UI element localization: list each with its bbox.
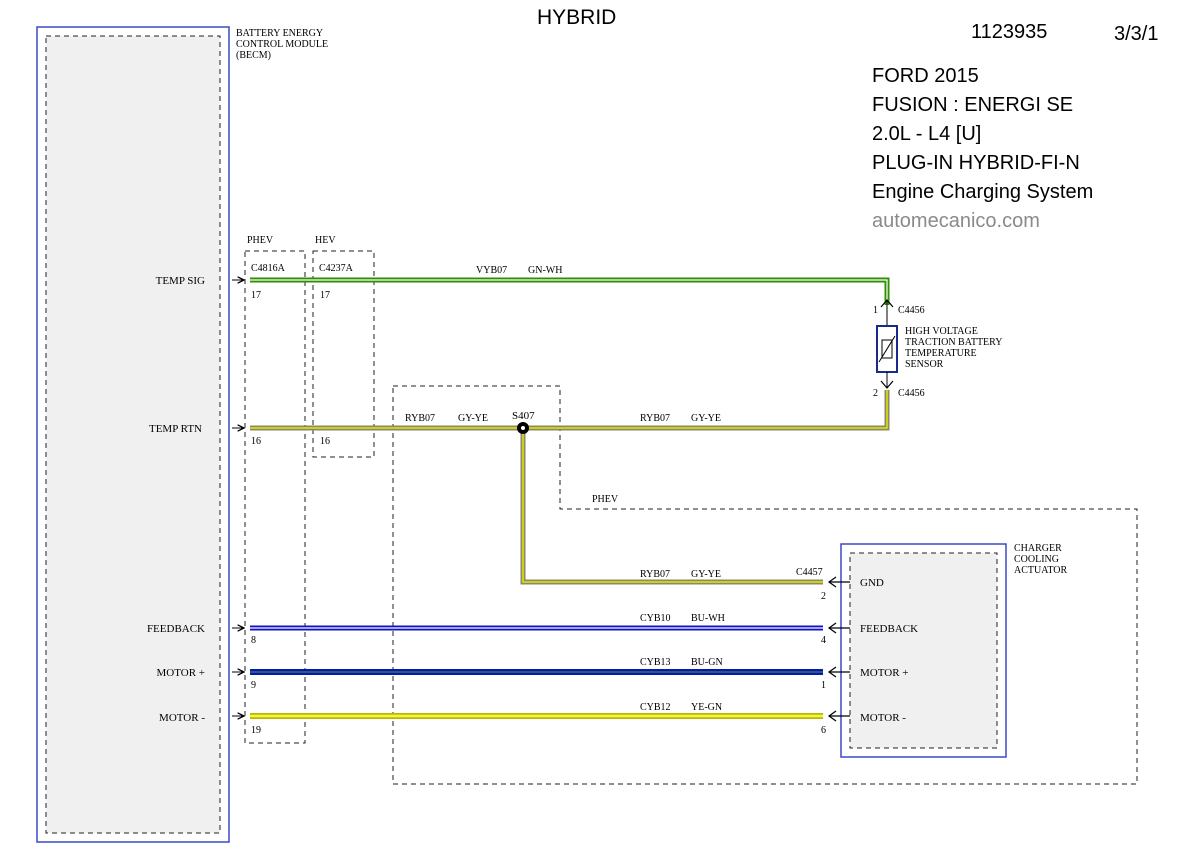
svg-text:PHEV: PHEV <box>592 494 619 505</box>
phev-connector-group: PHEV C4816A <box>244 235 306 744</box>
vehicle-info-block: FORD 2015 FUSION : ENERGI SE 2.0L - L4 [… <box>872 62 1093 236</box>
hev-connector-group: HEV C4237A <box>312 235 375 458</box>
splice-id: S407 <box>512 410 535 422</box>
color-code-feedback: BU-WH <box>691 613 725 624</box>
circuit-label-motor-minus: CYB12 <box>640 702 671 713</box>
phev-connector-id: C4816A <box>251 263 286 274</box>
hev-connector-id: C4237A <box>319 263 354 274</box>
actuator-pin-feedback: FEEDBACK <box>860 623 918 635</box>
color-code-gnd: GY-YE <box>691 569 721 580</box>
phev-pin-motor-plus: 9 <box>251 680 256 691</box>
hev-pin-temp-rtn: 16 <box>320 436 330 447</box>
becm-outline <box>36 26 230 843</box>
diagram-title: HYBRID <box>537 6 617 29</box>
vehicle-engine: 2.0L - L4 [U] <box>872 123 982 145</box>
phev-pin-feedback: 8 <box>251 635 256 646</box>
actuator-name: CHARGER COOLING ACTUATOR <box>1014 543 1067 576</box>
document-id: 1123935 <box>971 21 1048 43</box>
phev-pin-motor-minus: 19 <box>251 725 261 736</box>
sensor-pin-top: 1 <box>873 305 878 316</box>
color-code-temp-rtn-left: GY-YE <box>458 413 488 424</box>
becm-pin-arrows <box>232 280 244 716</box>
becm-pin-temp-sig: TEMP SIG <box>156 275 205 287</box>
becm-pin-temp-rtn: TEMP RTN <box>149 423 202 435</box>
actuator-pin-num-motor-minus: 6 <box>821 725 826 736</box>
sensor-name: HIGH VOLTAGE TRACTION BATTERY TEMPERATUR… <box>905 326 1005 370</box>
actuator-pin-arrows <box>827 576 850 722</box>
svg-text:HEV: HEV <box>315 235 336 246</box>
actuator-connector-id: C4457 <box>796 567 823 578</box>
thermistor-icon <box>881 339 893 359</box>
actuator-pin-motor-plus: MOTOR + <box>860 667 908 679</box>
phev-pin-temp-sig: 17 <box>251 290 261 301</box>
becm-module: BATTERY ENERGY CONTROL MODULE (BECM) <box>36 26 331 843</box>
becm-pin-motor-minus: MOTOR - <box>159 712 205 724</box>
svg-text:PHEV: PHEV <box>247 235 274 246</box>
circuit-label-temp-rtn-right: RYB07 <box>640 413 670 424</box>
becm-inner <box>45 35 221 834</box>
hev-pin-temp-sig: 17 <box>320 290 330 301</box>
becm-name: BATTERY ENERGY CONTROL MODULE (BECM) <box>236 28 331 61</box>
temperature-sensor: 1 C4456 2 C4456 HIGH VOLTAGE TRACTION BA… <box>873 299 1005 399</box>
phev-pin-temp-rtn: 16 <box>251 436 261 447</box>
circuit-label-feedback: CYB10 <box>640 613 671 624</box>
color-code-motor-minus: YE-GN <box>691 702 722 713</box>
actuator-inner <box>849 552 998 749</box>
actuator-pin-gnd: GND <box>860 577 884 589</box>
sensor-conn-bottom: C4456 <box>898 388 925 399</box>
website-label: automecanico.com <box>872 210 1040 232</box>
becm-pin-motor-plus: MOTOR + <box>157 667 205 679</box>
vehicle-make-year: FORD 2015 <box>872 65 979 87</box>
actuator-outline <box>840 543 1007 758</box>
color-code-motor-plus: BU-GN <box>691 657 723 668</box>
circuit-label-gnd: RYB07 <box>640 569 670 580</box>
system-name: Engine Charging System <box>872 181 1094 203</box>
charger-cooling-actuator: CHARGER COOLING ACTUATOR C4457 GND FEEDB… <box>796 543 1067 758</box>
sensor-pin-bottom: 2 <box>873 388 878 399</box>
circuit-label-temp-rtn-left: RYB07 <box>405 413 435 424</box>
color-code-temp-sig: GN-WH <box>528 265 562 276</box>
color-code-temp-rtn-right: GY-YE <box>691 413 721 424</box>
wire-temp-rtn <box>250 390 890 431</box>
actuator-pin-num-gnd: 2 <box>821 591 826 602</box>
circuit-label-temp-sig: VYB07 <box>476 265 507 276</box>
actuator-pin-motor-minus: MOTOR - <box>860 712 906 724</box>
wire-temp-sig <box>250 277 890 305</box>
sensor-conn-top: C4456 <box>898 305 925 316</box>
becm-pin-feedback: FEEDBACK <box>147 623 205 635</box>
page-reference: 3/3/1 <box>1114 23 1159 45</box>
vehicle-powertrain: PLUG-IN HYBRID-FI-N <box>872 152 1080 174</box>
splice-phev-region: PHEV <box>392 385 1138 785</box>
circuit-label-motor-plus: CYB13 <box>640 657 671 668</box>
vehicle-model: FUSION : ENERGI SE <box>872 94 1074 116</box>
actuator-pin-num-feedback: 4 <box>821 635 826 646</box>
wire-gnd <box>520 428 823 585</box>
actuator-pin-num-motor-plus: 1 <box>821 680 826 691</box>
